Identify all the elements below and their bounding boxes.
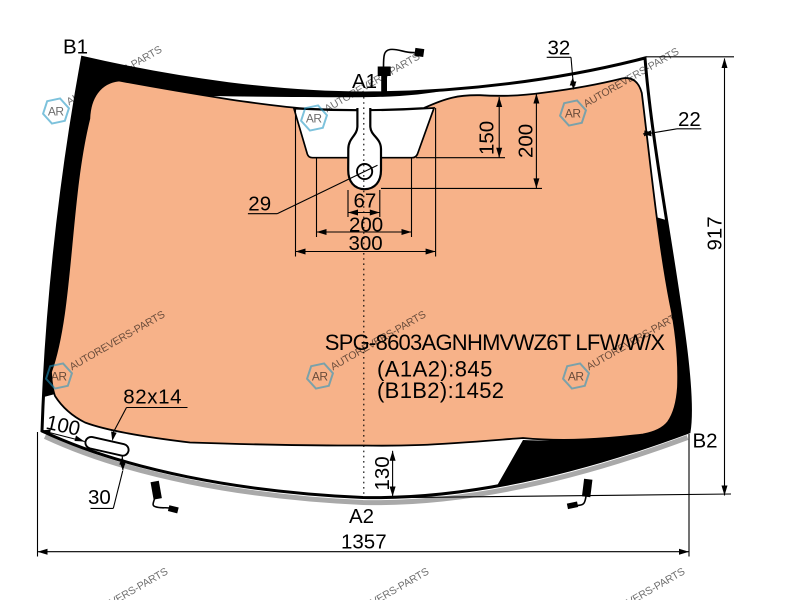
svg-text:67: 67 <box>354 190 377 213</box>
svg-text:150: 150 <box>476 121 499 155</box>
svg-text:32: 32 <box>548 37 571 60</box>
svg-text:130: 130 <box>371 456 394 490</box>
svg-text:22: 22 <box>678 108 701 131</box>
svg-text:200: 200 <box>515 124 538 158</box>
svg-text:29: 29 <box>248 193 271 216</box>
svg-text:200: 200 <box>349 214 383 237</box>
svg-text:B1: B1 <box>63 36 88 59</box>
svg-text:82x14: 82x14 <box>123 386 182 409</box>
svg-text:1357: 1357 <box>341 531 387 554</box>
svg-text:917: 917 <box>704 216 727 250</box>
svg-text:A2: A2 <box>349 505 374 528</box>
svg-text:(A1A2):845: (A1A2):845 <box>377 357 493 382</box>
svg-text:(B1B2):1452: (B1B2):1452 <box>377 378 504 403</box>
svg-text:30: 30 <box>88 486 111 509</box>
svg-text:B2: B2 <box>693 430 718 453</box>
svg-text:300: 300 <box>349 232 383 255</box>
